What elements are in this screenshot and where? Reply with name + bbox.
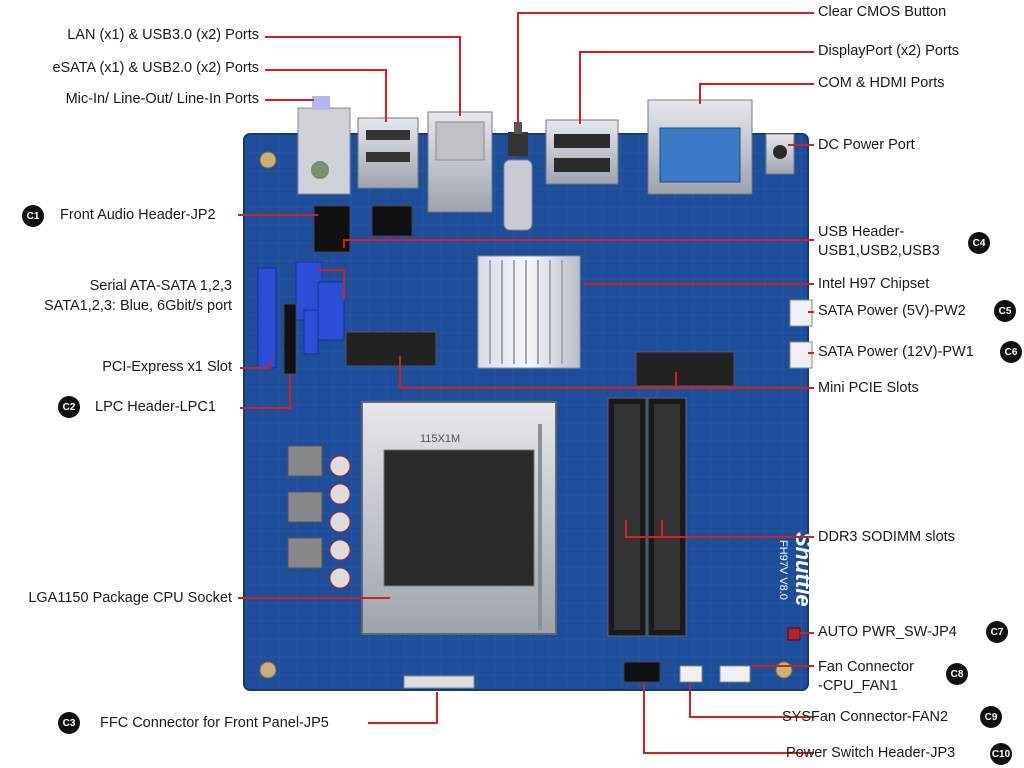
rear-audio-jacks <box>297 96 351 195</box>
label-front-audio: Front Audio Header-JP2 <box>60 207 216 223</box>
pcie-x1-slot <box>257 267 277 369</box>
ffc-connector <box>403 675 475 689</box>
label-cpu-socket: LGA1150 Package CPU Socket <box>28 590 232 606</box>
badge-c8: C8 <box>946 663 968 685</box>
badge-c10: C10 <box>990 743 1012 765</box>
label-sata-line2: SATA1,2,3: Blue, 6Gbit/s port <box>43 298 232 314</box>
sata-ports <box>295 261 345 355</box>
brand-logo: Shuttle FH97V V8.0 <box>777 532 816 607</box>
label-lan-usb3: LAN (x1) & USB3.0 (x2) Ports <box>67 27 259 43</box>
label-lpc: LPC Header-LPC1 <box>95 399 216 415</box>
label-mini-pcie: Mini PCIE Slots <box>818 380 919 396</box>
sata-power-connectors <box>789 299 813 369</box>
sysfan-connector <box>679 665 703 683</box>
usb-headers <box>371 205 413 237</box>
badge-c1: C1 <box>22 205 44 227</box>
badge-c4: C4 <box>968 232 990 254</box>
mini-pcie-slot-right <box>635 351 735 387</box>
badge-c9: C9 <box>980 706 1002 728</box>
cpu-socket: 115X1M <box>361 401 557 635</box>
svg-text:FH97V V8.0: FH97V V8.0 <box>777 540 789 600</box>
vrm-chokes <box>287 445 351 589</box>
lpc-header <box>283 303 297 375</box>
com-hdmi-stack <box>647 99 753 195</box>
lan-usb3-stack <box>427 111 493 213</box>
badge-c6: C6 <box>1000 341 1022 363</box>
label-fan-line1: Fan Connector <box>818 659 914 675</box>
label-fan-line2: -CPU_FAN1 <box>818 678 898 694</box>
badge-c7: C7 <box>986 621 1008 643</box>
auto-pwr-jumper <box>787 627 801 641</box>
badge-c5: C5 <box>994 300 1016 322</box>
label-displayport: DisplayPort (x2) Ports <box>818 43 960 59</box>
label-sata-line1: Serial ATA-SATA 1,2,3 <box>89 278 232 294</box>
label-sata-pw1: SATA Power (12V)-PW1 <box>818 344 974 360</box>
label-sysfan: SYSFan Connector-FAN2 <box>782 709 949 725</box>
clear-cmos-button <box>503 122 533 231</box>
svg-text:Shuttle: Shuttle <box>791 532 816 607</box>
label-chipset: Intel H97 Chipset <box>818 276 930 292</box>
badge-c2: C2 <box>58 396 80 418</box>
ddr3-sodimm-slots <box>607 397 687 637</box>
label-usb-header-line2: USB1,USB2,USB3 <box>818 243 940 259</box>
chipset-heatsink <box>477 255 581 369</box>
mini-pcie-slot-left <box>345 331 437 367</box>
esata-usb2-stack <box>357 117 419 189</box>
label-power-switch: Power Switch Header-JP3 <box>786 745 956 761</box>
label-ffc: FFC Connector for Front Panel-JP5 <box>100 715 329 731</box>
label-usb-header-line1: USB Header- <box>818 224 905 240</box>
label-pcie-x1: PCI-Express x1 Slot <box>102 359 232 375</box>
label-clear-cmos: Clear CMOS Button <box>818 4 947 20</box>
label-esata-usb2: eSATA (x1) & USB2.0 (x2) Ports <box>52 60 259 76</box>
svg-text:115X1M: 115X1M <box>420 433 460 445</box>
label-audio-ports: Mic-In/ Line-Out/ Line-In Ports <box>65 91 259 107</box>
label-ddr3: DDR3 SODIMM slots <box>818 529 955 545</box>
label-com-hdmi: COM & HDMI Ports <box>818 75 945 91</box>
displayport-stack <box>545 119 619 185</box>
label-sata-pw2: SATA Power (5V)-PW2 <box>818 303 966 319</box>
power-switch-header <box>623 661 661 683</box>
label-auto-pwr: AUTO PWR_SW-JP4 <box>818 624 957 640</box>
dc-power-jack <box>765 133 795 175</box>
leader-lines <box>238 12 814 754</box>
label-dc-power: DC Power Port <box>818 137 915 153</box>
cpu-fan-connector <box>719 665 751 683</box>
badge-c3: C3 <box>58 712 80 734</box>
